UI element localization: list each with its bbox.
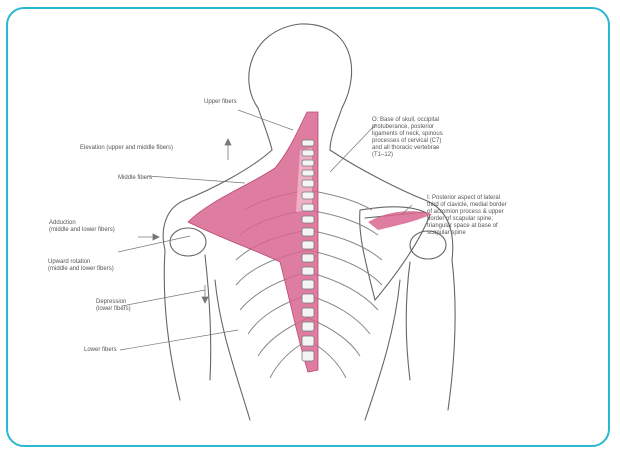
label-upper-fibers: Upper fibers [204,99,237,106]
label-elevation: Elevation (upper and middle fibers) [80,145,173,152]
label-adduction: Adduction (middle and lower fibers) [49,220,115,234]
label-origin: O: Base of skull, occipital protuberance… [372,117,443,159]
trapezius-muscle [188,112,318,372]
label-middle-fibers: Middle fibers [118,175,152,182]
label-depression: Depression (lower fibers) [96,299,131,313]
label-upward-rotation: Upward rotation (middle and lower fibers… [48,259,114,273]
label-insertion: I: Posterior aspect of lateral third of … [427,195,507,237]
right-insertion-highlight [368,211,432,230]
label-lower-fibers: Lower fibers [84,347,117,354]
